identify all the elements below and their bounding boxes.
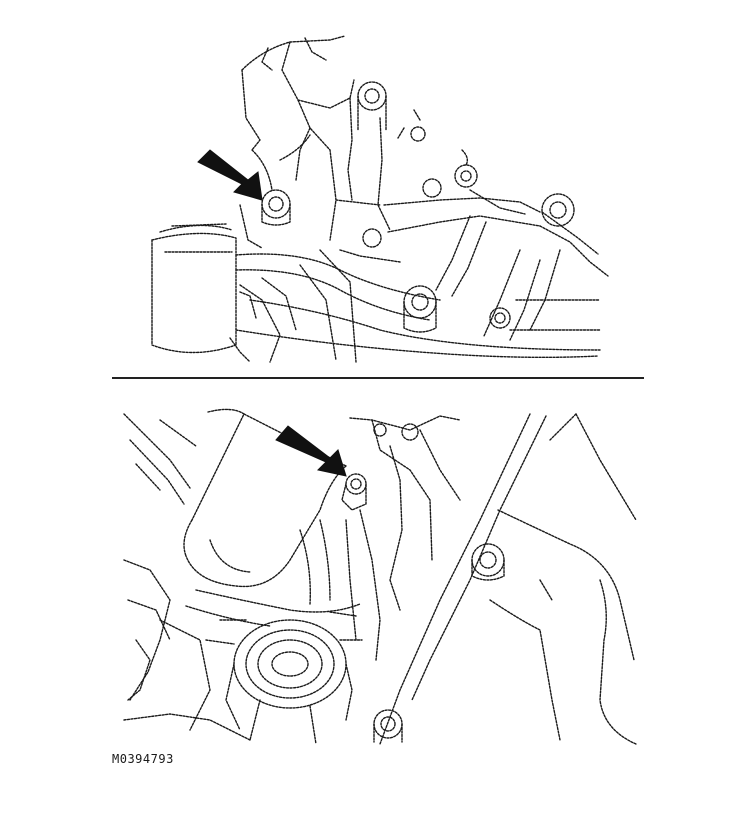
upper-bracket <box>239 35 391 249</box>
hub-assembly <box>205 611 363 745</box>
bottom-panel <box>123 408 637 745</box>
fittings-right <box>362 109 575 248</box>
bolt-top-center <box>357 81 387 131</box>
top-panel <box>151 35 609 363</box>
hoses-bottom <box>159 519 361 731</box>
pivot-bolts <box>403 285 511 333</box>
filter-housing <box>151 223 237 354</box>
linkage <box>383 189 609 341</box>
figure-code: M0394793 <box>112 752 174 766</box>
diagonal-tube <box>183 408 347 588</box>
pointer-arrow-bottom <box>275 425 347 477</box>
bolt-bottom <box>373 709 403 743</box>
target-bolt-top <box>261 189 291 226</box>
pointer-arrow-top <box>197 149 263 201</box>
bolt-right <box>471 543 505 581</box>
upper-right-block <box>345 415 461 661</box>
left-structure <box>123 413 251 741</box>
hoses-top <box>229 134 601 363</box>
diagonal-members <box>379 413 637 745</box>
target-fitting-bottom <box>341 473 367 511</box>
